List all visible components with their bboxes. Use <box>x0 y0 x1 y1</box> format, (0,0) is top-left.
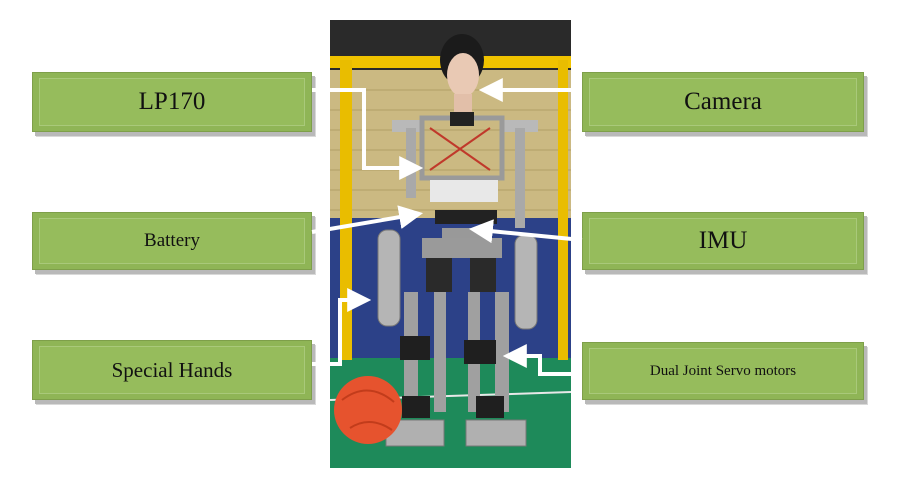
imu-label-text: IMU <box>698 227 748 254</box>
camera-label: Camera <box>582 72 864 132</box>
camera-label-text: Camera <box>684 88 762 115</box>
battery-label: Battery <box>32 212 312 270</box>
dual-joint-label: Dual Joint Servo motors <box>582 342 864 400</box>
dual-joint-label-text: Dual Joint Servo motors <box>649 362 797 379</box>
lp170-label-text: LP170 <box>138 88 206 115</box>
robot-photo <box>330 20 571 468</box>
battery-label-text: Battery <box>144 230 200 251</box>
special-hands-label-text: Special Hands <box>111 357 233 382</box>
special-hands-label: Special Hands <box>32 340 312 400</box>
imu-label: IMU <box>582 212 864 270</box>
lp170-label: LP170 <box>32 72 312 132</box>
